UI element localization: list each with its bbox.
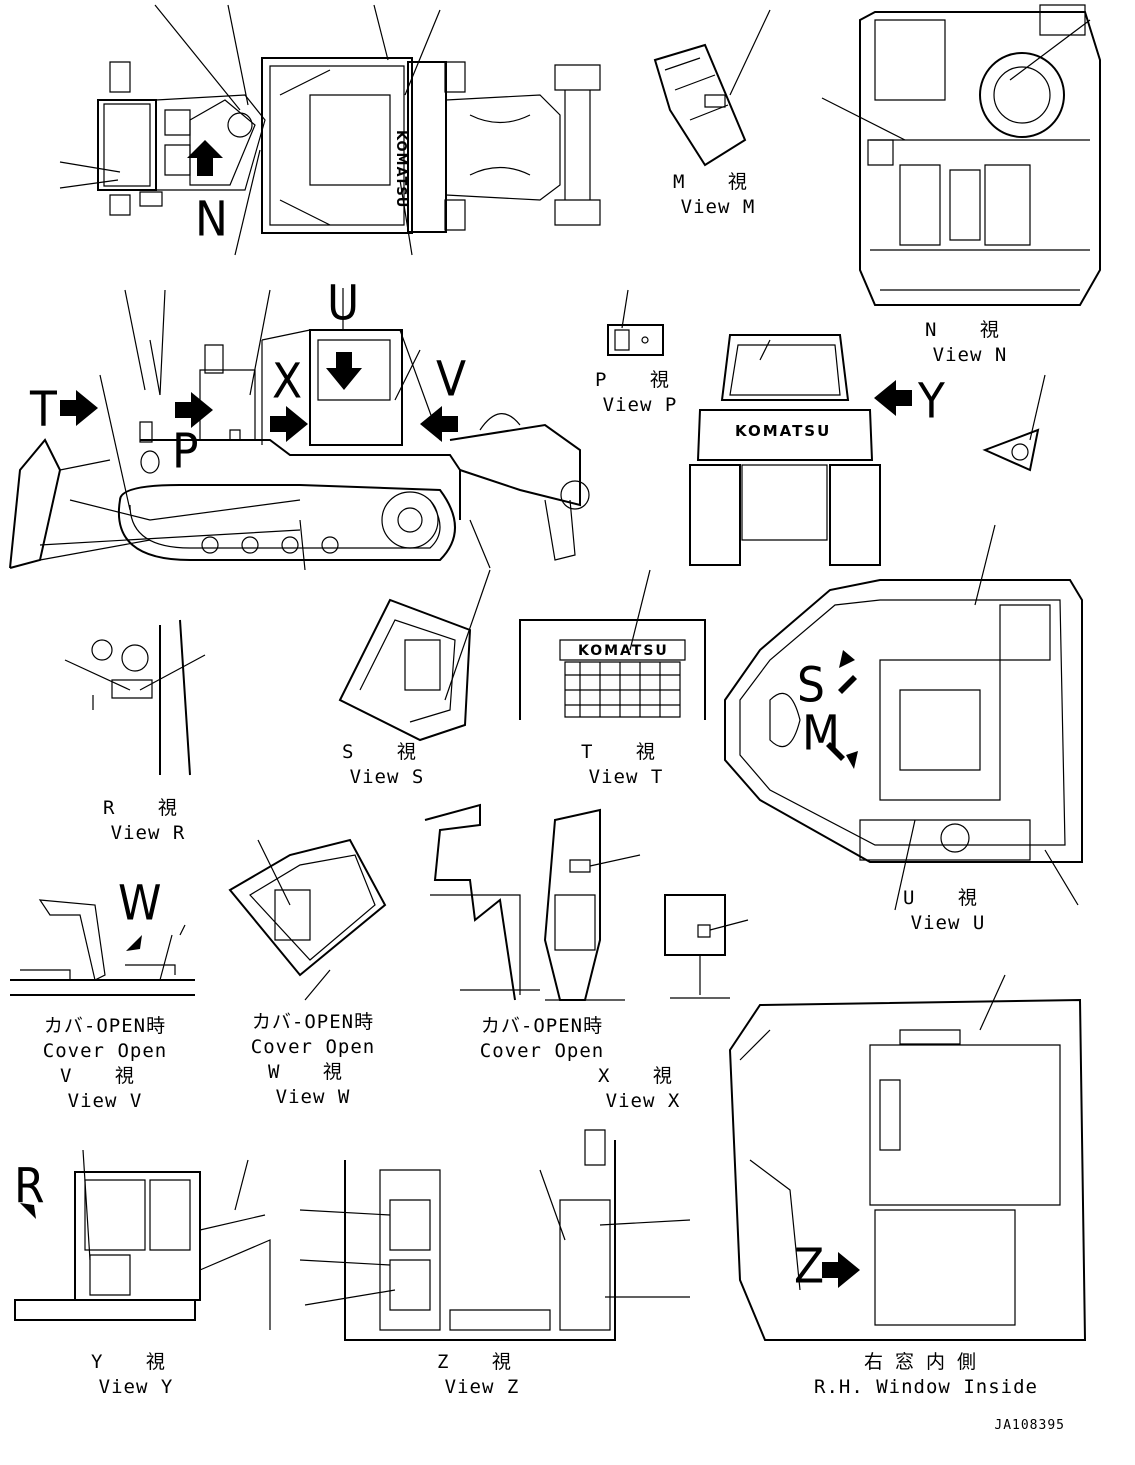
view-x-figure-c xyxy=(665,895,748,998)
machine-side-view xyxy=(10,290,589,570)
brand-mark-rear-view: KOMATSU xyxy=(735,422,832,440)
arrow-p-icon xyxy=(175,392,213,428)
view-w-figure xyxy=(230,840,385,1000)
caption-view-p: P 視 View P xyxy=(595,369,685,416)
view-letter-z: Z xyxy=(794,1238,825,1295)
triangle-decal xyxy=(985,375,1045,470)
view-p-figure xyxy=(608,290,663,355)
rear-view-figure xyxy=(690,335,912,565)
view-letter-p: P xyxy=(172,423,199,480)
view-letter-t: T xyxy=(30,381,57,438)
caption-view-s: S 視 View S xyxy=(342,741,432,788)
rh-window-figure xyxy=(730,975,1085,1340)
top-view-leader-lines xyxy=(60,5,440,255)
view-letter-r: R xyxy=(14,1158,45,1215)
caption-view-y: Y 視 View Y xyxy=(91,1351,181,1398)
view-m-figure xyxy=(655,10,770,165)
arrow-z-icon xyxy=(822,1252,860,1288)
view-r-figure xyxy=(65,620,205,775)
view-letter-w: W xyxy=(118,875,162,932)
view-letter-n: N xyxy=(195,191,228,248)
caption-view-n: N 視 View N xyxy=(925,319,1015,366)
view-n-figure xyxy=(822,5,1100,305)
arrow-u-icon xyxy=(326,352,362,390)
caption-view-z: Z 視 View Z xyxy=(437,1351,527,1398)
drawing-code: JA108395 xyxy=(994,1418,1065,1433)
view-s-figure xyxy=(340,570,490,740)
caption-view-r: R 視 View R xyxy=(103,797,193,844)
view-letter-u: U xyxy=(327,275,360,332)
arrow-v-icon xyxy=(420,406,458,442)
arrow-t-icon xyxy=(60,390,98,426)
view-x-figure-b xyxy=(545,810,640,1000)
caption-view-m: M 視 View M xyxy=(673,171,763,218)
view-letter-y: Y xyxy=(918,373,945,430)
view-letter-v: V xyxy=(436,351,467,408)
view-z-figure xyxy=(300,1130,690,1340)
view-v-figure xyxy=(10,900,195,995)
arrow-s-icon xyxy=(838,650,857,694)
caption-cover-open-x: カバ-OPEN時 Cover Open xyxy=(479,1015,605,1062)
side-view-arrows xyxy=(60,288,458,442)
arrow-y-icon xyxy=(874,380,912,416)
view-letter-s: S xyxy=(797,657,825,714)
caption-view-x: X 視 View X xyxy=(598,1065,688,1112)
arrow-m-icon xyxy=(826,742,858,769)
arrow-w-icon xyxy=(126,935,142,951)
view-y-figure xyxy=(15,1150,270,1330)
caption-rh-window-inside: 右窓内側 R.H. Window Inside xyxy=(814,1351,1038,1398)
machine-top-view xyxy=(98,58,600,233)
arrow-r-icon xyxy=(16,1203,36,1219)
caption-view-u: U 視 View U xyxy=(903,887,993,934)
brand-mark-top-view: KOMATSU xyxy=(393,130,408,209)
view-u-figure xyxy=(725,525,1082,910)
view-x-figure-a xyxy=(425,805,540,1000)
view-letter-x: X xyxy=(272,353,303,410)
caption-view-v: カバ-OPEN時 Cover Open V 視 View V xyxy=(42,1015,168,1112)
view-t-figure xyxy=(520,570,705,720)
view-letter-m: M xyxy=(802,705,840,762)
arrow-x-icon xyxy=(270,406,308,442)
caption-view-t: T 視 View T xyxy=(581,741,671,788)
caption-view-w: カバ-OPEN時 Cover Open W 視 View W xyxy=(250,1011,376,1108)
brand-mark-view-t: KOMATSU xyxy=(578,643,669,659)
